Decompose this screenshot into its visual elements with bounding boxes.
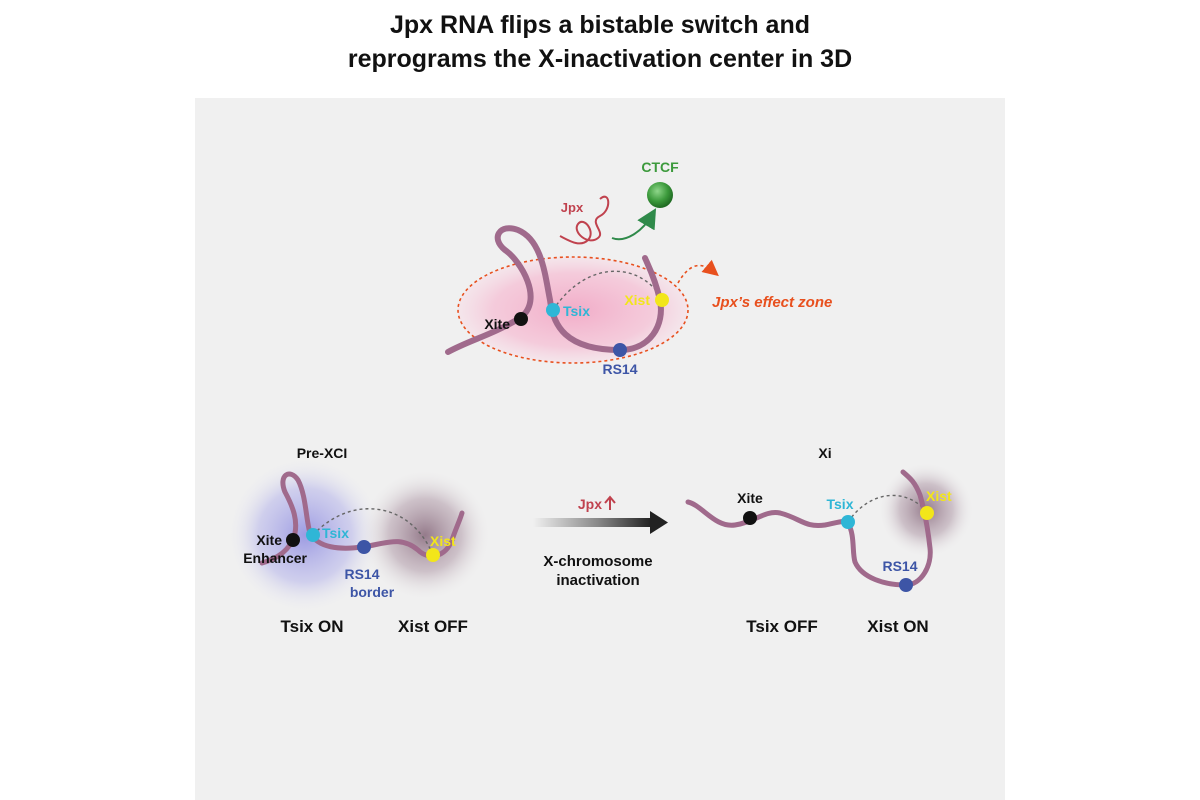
chromatin-fiber xyxy=(445,225,664,355)
xist-locus-dot xyxy=(920,506,934,520)
xist-locus-dot xyxy=(426,548,440,562)
tsix-locus-dot xyxy=(841,515,855,529)
pre-xci-heading: Pre-XCI xyxy=(297,445,348,461)
border-label: border xyxy=(350,584,395,600)
xite-locus-dot xyxy=(514,312,528,326)
ctcf-label: CTCF xyxy=(641,159,679,175)
pre-xci-model: Pre-XCI Xite Enhancer Tsix RS14 border X… xyxy=(227,445,491,636)
chromatin-fiber xyxy=(685,469,933,588)
xite-label: Xite xyxy=(484,316,510,332)
transition: Jpx X-chromosome inactivation xyxy=(533,495,668,589)
dashed-contact-line xyxy=(847,494,926,523)
tsix-locus-dot xyxy=(546,303,560,317)
effect-zone-ellipse xyxy=(457,256,689,364)
tsix-state-label: Tsix OFF xyxy=(746,617,817,636)
enhancer-label: Enhancer xyxy=(243,550,307,566)
transition-arrow-head xyxy=(650,511,668,534)
jpx-label: Jpx xyxy=(561,200,584,215)
xist-label: Xist xyxy=(430,533,456,549)
xi-heading: Xi xyxy=(818,445,831,461)
rs14-label: RS14 xyxy=(344,566,379,582)
x-chromosome-label: X-chromosome xyxy=(543,553,652,570)
tsix-label: Tsix xyxy=(322,525,349,541)
transition-arrow-shaft xyxy=(533,518,651,527)
xist-state-label: Xist ON xyxy=(867,617,928,636)
rs14-border-dot xyxy=(357,540,371,554)
jpx-rna-icon xyxy=(559,195,610,245)
figure-title-line-2: reprograms the X-inactivation center in … xyxy=(347,45,853,73)
rs14-label: RS14 xyxy=(882,558,917,574)
tsix-state-label: Tsix ON xyxy=(281,617,344,636)
effect-zone-arrow xyxy=(677,259,719,284)
tsix-label: Tsix xyxy=(827,496,854,512)
rs14-label: RS14 xyxy=(602,361,637,377)
dashed-contact-line xyxy=(312,508,434,556)
xite-enhancer-dot xyxy=(286,533,300,547)
xist-label: Xist xyxy=(624,292,650,308)
tsix-locus-dot xyxy=(306,528,320,542)
xite-label: Xite xyxy=(256,532,282,548)
top-model: CTCF Jpx Xite Tsix Xist RS14 Jpx’s effec… xyxy=(445,159,832,377)
tsix-label: Tsix xyxy=(563,303,590,319)
xist-label: Xist xyxy=(926,488,952,504)
xite-locus-dot xyxy=(743,511,757,525)
xist-locus-dot xyxy=(655,293,669,307)
jpx-up-label: Jpx xyxy=(578,496,602,512)
inactivation-label: inactivation xyxy=(556,572,639,589)
xist-state-label: Xist OFF xyxy=(398,617,468,636)
up-arrow-icon xyxy=(604,495,616,510)
rs14-locus-dot xyxy=(899,578,913,592)
xist-tad-domain xyxy=(359,469,491,601)
figure-title-line-1: Jpx RNA flips a bistable switch and xyxy=(390,11,810,39)
rs14-locus-dot xyxy=(613,343,627,357)
ctcf-sphere-icon xyxy=(647,182,673,208)
effect-zone-label: Jpx’s effect zone xyxy=(712,294,832,311)
xi-model: Xi Xite Tsix Xist RS14 Tsix OFF Xist ON xyxy=(685,445,974,636)
jpx-to-ctcf-arrow xyxy=(611,208,657,241)
xite-label: Xite xyxy=(737,490,763,506)
tsix-tad-domain xyxy=(227,457,383,613)
